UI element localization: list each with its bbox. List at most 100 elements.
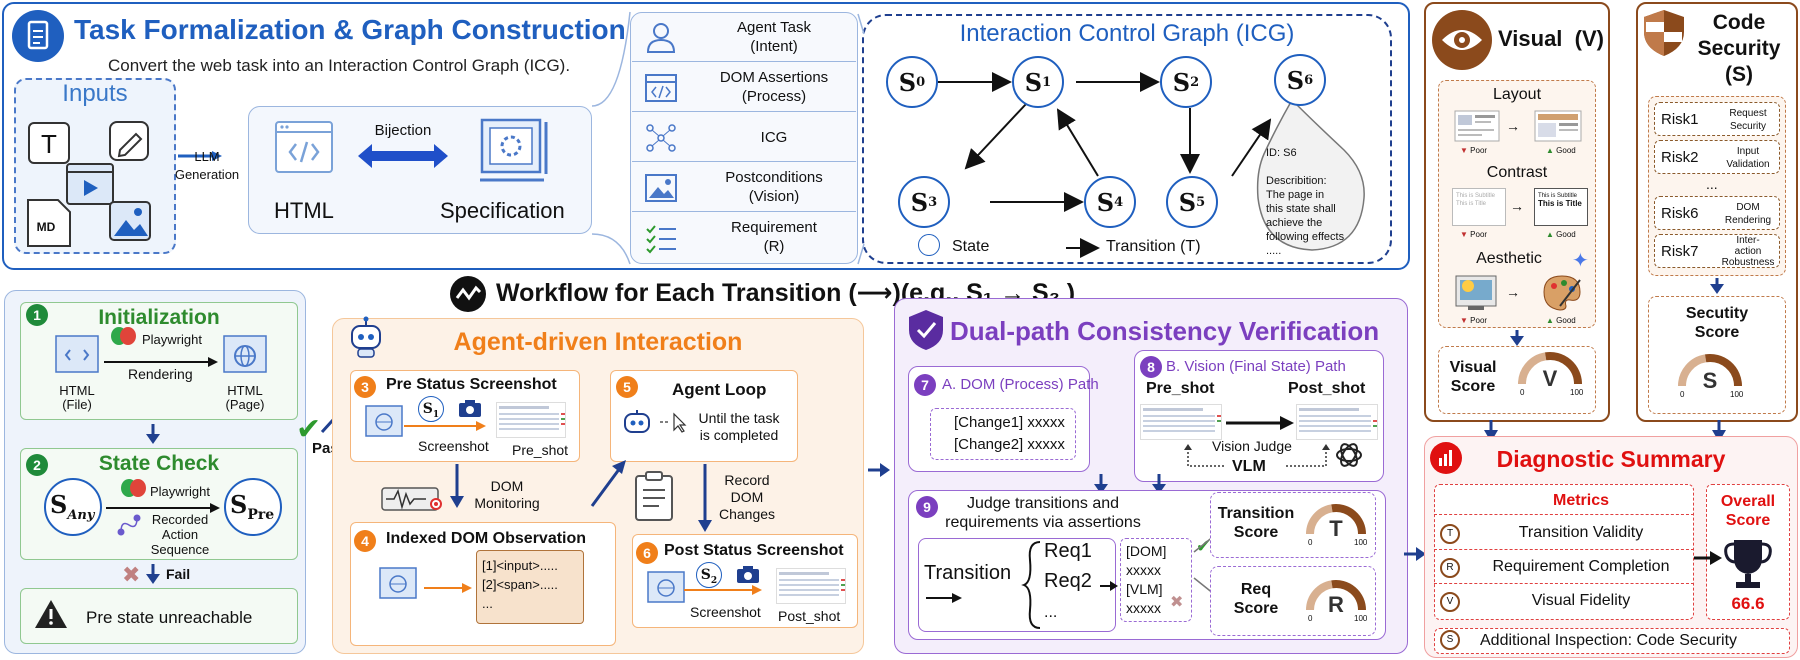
layout-arrow: → [1506,118,1520,134]
gauge-letter: T [1329,516,1343,541]
edge-s1-s3 [964,103,1027,170]
judge-transition-label: Transition [924,562,1012,584]
init-title: Initialization [98,306,220,329]
visual-down-arrow [1510,330,1524,351]
spec-list [630,12,858,264]
security-score-label: Secutity Score [1685,305,1749,341]
contrast-poor-label: ▼ Poor [1460,230,1488,239]
gauge-min: 0 [1680,390,1685,399]
pre-shot-label: Pre_shot [512,442,569,458]
dom-monitor-icon [380,482,446,521]
step-5-badge: 5 [616,376,638,398]
risk-desc: Inter- action Robustness [1721,235,1775,268]
dom-monitoring-label: DOM Monitoring [474,478,540,511]
req2-label: Req2 [1044,570,1092,592]
spec-item: Agent Task (Intent) [632,14,856,62]
warning-icon [34,598,68,635]
dom-down-arrow [1094,474,1108,499]
init-down-arrow [146,424,160,449]
pre-screenshot-label: Screenshot [418,438,489,454]
metric-label: Transition Validity [1518,524,1644,541]
edge-s5-s6 [1231,118,1272,177]
spec-item-label: DOM Assertions (Process) [719,69,829,105]
metrics-to-overall-arrow [1694,548,1724,573]
gauge-max: 100 [1354,614,1368,623]
gauge-letter: V [1542,366,1558,391]
inputs-label: Inputs [62,80,128,107]
req-dots: ... [1044,604,1058,621]
spec-item: ICG [632,114,856,162]
metric-row: R Requirement Completion [1434,552,1694,584]
graph-nodes-icon [644,122,678,159]
post-status-title: Post Status Screenshot [664,542,844,559]
risk-row: Risk7 Inter- action Robustness [1654,234,1780,268]
metrics-box [1434,484,1694,620]
legend-transition: Transition (T) [1106,238,1201,255]
legend-state: State [952,238,990,255]
risk-id: Risk7 [1661,243,1699,260]
risk-id: Risk6 [1661,205,1699,222]
html-code-icon [274,120,334,181]
bijection-arrow [358,144,448,173]
image-icon [644,172,678,209]
markdown-file-icon [26,198,72,253]
req-score-label: Req Score [1233,581,1279,617]
gauge-max: 100 [1354,538,1368,547]
legend-state-circle [918,234,940,256]
change-1: [Change1] xxxxx [954,414,1065,431]
init-rendering: Rendering [128,366,193,382]
aesthetic-good-icon [1540,272,1584,317]
loop-up-arrow [588,458,628,513]
icg-title: Interaction Control Graph (ICG) [959,20,1295,47]
post-shot-label: Post_shot [778,608,841,624]
step-6-badge: 6 [636,542,658,564]
step-3-badge: 3 [354,376,376,398]
visual-aesthetic: Aesthetic [1476,250,1542,267]
html-file-label: HTML (File) [59,383,95,412]
metric-badge: R [1440,558,1460,578]
change-2: [Change2] xxxxx [954,436,1065,453]
dual-to-diag-arrow [1404,546,1428,567]
spec-label: Specification [440,198,565,223]
md-letter: MD [36,220,56,234]
risk-id: Risk1 [1661,111,1699,128]
metrics-head: Metrics [1552,492,1610,509]
code-title: Code Security (S) [1697,11,1781,86]
init-playwright: Playwright [142,332,202,347]
llm-arrow [178,148,222,166]
aesthetic-poor-label: ▼ Poor [1460,316,1488,325]
pre-shot-thumb [496,402,566,438]
edit-icon [108,120,152,169]
metric-label: Requirement Completion [1492,558,1670,575]
recorded-label: Recorded Action Sequence [150,512,210,557]
agent-loop-text: Until the task is completed [698,410,780,443]
cursor-icon [660,412,690,437]
trophy-icon [1722,536,1774,597]
risk-ellipsis: ... [1706,176,1718,192]
step-2-badge: 2 [26,454,48,476]
clipboard-icon [634,470,678,527]
check-arrow [106,500,222,518]
metrics-head-line [1434,514,1694,515]
dom-path-label: A. DOM (Process) Path [942,376,1099,393]
pre-browser-icon [364,404,404,445]
req1-label: Req1 [1044,540,1092,562]
html-label: HTML [274,198,334,223]
vlm-label: VLM [1232,458,1266,475]
gauge-letter: S [1702,368,1718,393]
judge-text: Judge transitions and requirements via a… [945,495,1141,531]
dual-title: Dual-path Consistency Verification [950,316,1380,346]
specification-icon [478,116,554,191]
task-title: Task Formalization & Graph Construction [74,14,626,45]
